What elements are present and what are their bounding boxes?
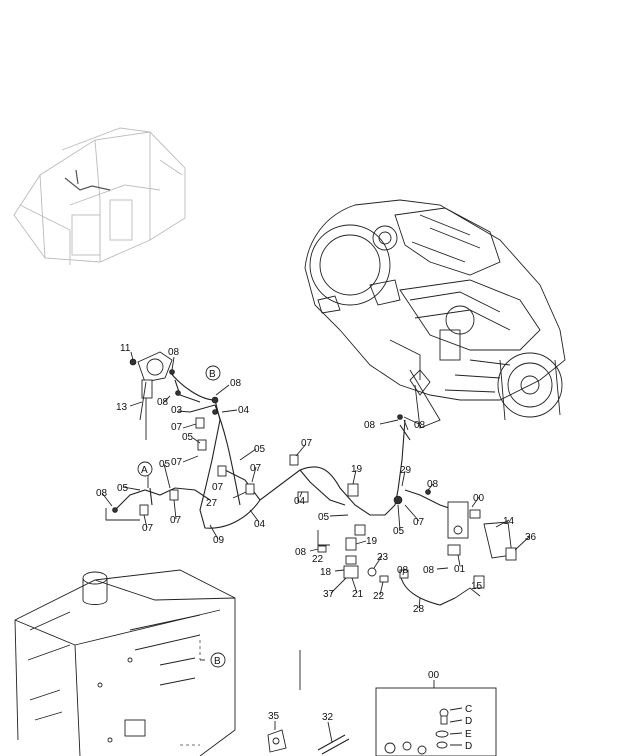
callout-05: 05 xyxy=(182,432,194,443)
callout-29: 29 xyxy=(400,465,412,476)
marker-a-label: A xyxy=(141,465,148,476)
callout-04: 04 xyxy=(294,496,306,507)
circle-marker-b-top xyxy=(205,365,221,381)
callout-27: 27 xyxy=(206,498,218,509)
callout-00: 00 xyxy=(428,670,440,681)
callout-07: 07 xyxy=(413,517,425,528)
marker-b-label: B xyxy=(214,656,221,667)
callout-08: 08 xyxy=(295,547,307,558)
callout-13: 13 xyxy=(116,402,128,413)
fuel-tank xyxy=(14,569,236,756)
callout-23: 23 xyxy=(377,552,389,563)
callout-07: 07 xyxy=(171,422,183,433)
callout-09: 09 xyxy=(213,535,225,546)
callout-08: 08 xyxy=(157,397,169,408)
callout-08: 08 xyxy=(96,488,108,499)
callout-08: 08 xyxy=(168,347,180,358)
callout-11: 11 xyxy=(120,343,131,354)
callout-18: 18 xyxy=(320,567,332,578)
callout-04: 04 xyxy=(254,519,266,530)
callout-05: 05 xyxy=(117,483,129,494)
callout-32: 32 xyxy=(322,712,334,723)
callout-35: 35 xyxy=(268,711,280,722)
callout-15: 15 xyxy=(471,581,483,592)
callout-14: 14 xyxy=(503,516,515,527)
callout-05: 05 xyxy=(254,444,266,455)
callout-07: 07 xyxy=(170,515,182,526)
callout-05: 05 xyxy=(159,459,171,470)
marker-b-label: B xyxy=(209,369,216,380)
circle-marker-b-bottom xyxy=(210,652,226,668)
callout-19: 19 xyxy=(366,536,378,547)
leader-lines xyxy=(101,351,531,690)
callout-00: 00 xyxy=(473,493,485,504)
callout-08: 08 xyxy=(230,378,242,389)
callout-01: 01 xyxy=(454,564,466,575)
callout-08: 08 xyxy=(427,479,439,490)
callout-08: 08 xyxy=(414,420,426,431)
kit-label-d: D xyxy=(465,741,472,752)
engine-assembly xyxy=(304,199,566,429)
callout-21: 21 xyxy=(352,589,364,600)
callout-07: 07 xyxy=(250,463,262,474)
kit-box xyxy=(375,680,497,756)
callout-36: 36 xyxy=(525,532,537,543)
callout-22: 22 xyxy=(312,554,324,565)
callout-08: 08 xyxy=(364,420,376,431)
circle-marker-a xyxy=(137,461,153,477)
kit-label-d: D xyxy=(465,716,472,727)
machine-overview-sketch xyxy=(13,127,186,265)
callout-28: 28 xyxy=(413,604,425,615)
kit-label-e: E xyxy=(465,729,472,740)
hardware-parts xyxy=(112,369,517,599)
callout-07: 07 xyxy=(212,482,224,493)
callout-03: 03 xyxy=(171,405,183,416)
callout-08: 08 xyxy=(423,565,435,576)
callout-22: 22 xyxy=(373,591,385,602)
callout-07: 07 xyxy=(301,438,313,449)
callout-07: 07 xyxy=(142,523,154,534)
callout-05: 05 xyxy=(318,512,330,523)
callout-05: 05 xyxy=(393,526,405,537)
callout-labels: 11 08 B 08 13 08 03 04 07 05 05 07 07 A … xyxy=(96,343,537,752)
callout-08: 08 xyxy=(397,565,409,576)
callout-19: 19 xyxy=(351,464,363,475)
kit-label-c: C xyxy=(465,704,472,715)
callout-04: 04 xyxy=(238,405,250,416)
callout-07: 07 xyxy=(171,457,183,468)
fuel-sensor xyxy=(129,351,173,440)
callout-37: 37 xyxy=(323,589,335,600)
loose-parts xyxy=(267,721,350,755)
